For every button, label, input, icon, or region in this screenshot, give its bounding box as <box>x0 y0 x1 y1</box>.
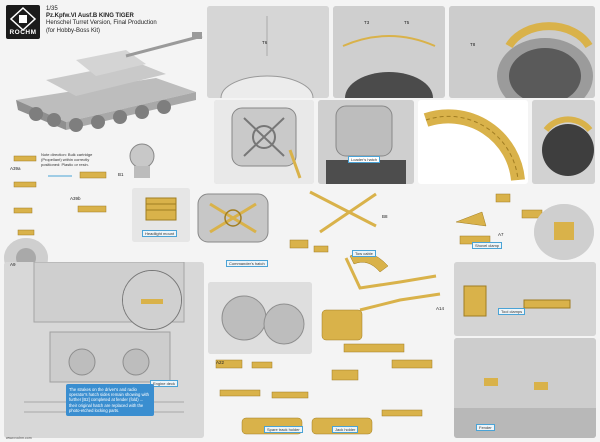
hull-rear-panel: Tool clamps <box>454 262 596 336</box>
callout-shovel-clamp: Shovel clamp <box>472 242 503 249</box>
tool-holder-parts <box>289 190 389 273</box>
website-label: www.rochm.com <box>6 436 32 440</box>
callout-spare-track: Spare track holder <box>264 426 303 433</box>
fender-drawing <box>454 338 596 438</box>
hatch-ring-drawing <box>333 6 445 98</box>
loader-hatch-panel: Loader's hatch <box>318 100 414 184</box>
title-block: 1/35 Pz.Kpfw.VI Ausf.B KING TIGER Hensch… <box>46 6 216 35</box>
engine-fan-drawing <box>208 282 312 354</box>
tool-clamp-circle <box>534 204 594 260</box>
part-label-T3: T6 <box>262 40 268 45</box>
scale-label: 1/35 <box>46 6 58 12</box>
part-label-A14: A14 <box>436 306 445 311</box>
headlight-panel: Headlight mount <box>132 188 190 242</box>
callout-tow-cable: Tow cable <box>352 250 376 257</box>
kit-title: Pz.Kpfw.VI Ausf.B KING TIGER <box>46 13 134 20</box>
turret-roof-panel <box>207 6 329 98</box>
part-label-T1: T3 <box>364 20 370 25</box>
fender-panel: Fender <box>454 338 596 438</box>
part-label-B8: B8 <box>382 214 388 219</box>
cartridge-parts-drawing <box>13 155 107 236</box>
hatch-info-note: The strakes on the driver's and radio op… <box>66 384 154 417</box>
brand-logo-mark <box>9 6 37 32</box>
callout-tool-clamps: Tool clamps <box>498 308 526 315</box>
part-label-A39a: A39a <box>10 166 21 171</box>
turret-roof-drawing <box>207 6 329 98</box>
cupola-ring-etch-panel <box>418 100 528 184</box>
driver-hatch-panel <box>214 100 314 184</box>
kit-subtitle: Henschel Turret Version, Final Productio… <box>46 20 157 27</box>
part-label-T2: T5 <box>404 20 410 25</box>
commander-hatch-etch <box>197 193 269 243</box>
cupola-ring-etch-drawing <box>423 109 525 181</box>
hull-detail-circle <box>122 270 182 330</box>
brand-logo: ROCHM <box>6 5 40 39</box>
driver-hatch-drawing <box>214 100 314 184</box>
hatch-ring-panel <box>333 6 445 98</box>
hull-rear-drawing <box>454 262 596 336</box>
tool-clamp-drawing <box>534 204 594 260</box>
tow-cable-parts <box>344 257 441 312</box>
part-label-A22: A22 <box>216 360 225 365</box>
cupola-detail-panel <box>532 100 595 184</box>
callout-fender: Fender <box>476 424 495 431</box>
callout-commander-hatch: Commander's hatch <box>226 260 268 267</box>
tank-illustration <box>16 32 203 132</box>
part-label-A39b: A39b <box>70 196 81 201</box>
brass-parts-spread <box>215 309 433 435</box>
part-label-B1: B1 <box>118 172 124 177</box>
callout-loader-hatch: Loader's hatch <box>348 156 381 163</box>
callout-headlight: Headlight mount <box>142 230 178 237</box>
callout-engine-deck: Engine deck <box>150 380 179 387</box>
loader-hatch-drawing <box>318 100 414 184</box>
engine-fan-panel <box>208 282 312 354</box>
cupola-ring-drawing <box>449 6 595 98</box>
part-label-T5: T8 <box>470 42 476 47</box>
brand-name: ROCHM <box>9 29 37 36</box>
part-label-A7: A7 <box>498 232 504 237</box>
hull-detail-drawing <box>123 271 181 329</box>
part-label-A9: A9 <box>10 262 16 267</box>
shovel-clamp-parts <box>455 193 543 245</box>
bend-note: Note direction: Bulk cartridge (Propella… <box>41 152 93 167</box>
cupola-detail-drawing <box>532 100 595 184</box>
callout-jack-holder: Jack holder <box>332 426 359 433</box>
commander-cupola-panel <box>449 6 595 98</box>
kit-base: (for Hobby-Boss Kit) <box>46 27 101 34</box>
periscope-drawing <box>129 143 155 178</box>
